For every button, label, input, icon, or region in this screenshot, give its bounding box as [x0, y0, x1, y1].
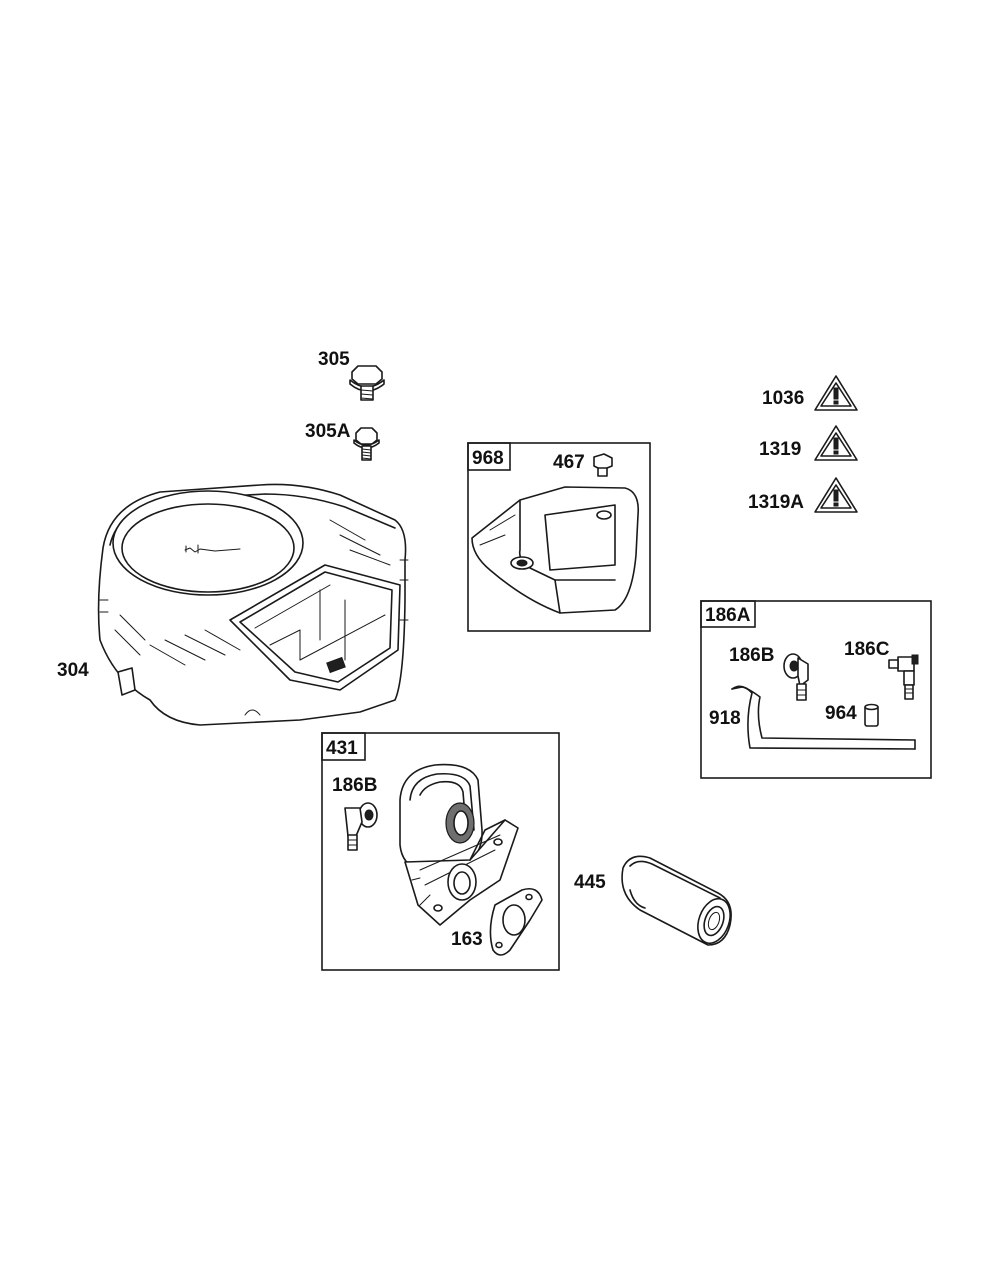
part-968-cover — [471, 486, 640, 614]
label-305A: 305A — [305, 421, 351, 442]
part-1319-warning-label: 1319 — [759, 425, 858, 461]
label-918: 918 — [709, 708, 741, 729]
part-304-blower-housing: 304 — [57, 483, 409, 726]
label-305: 305 — [318, 349, 350, 370]
label-1319A: 1319A — [748, 492, 804, 513]
kit-968-tag — [467, 442, 511, 471]
label-1036: 1036 — [762, 388, 804, 409]
part-918-hose — [731, 685, 916, 750]
part-305-bolt: 305 — [318, 349, 385, 401]
part-445-air-filter: 445 — [574, 855, 732, 946]
label-964: 964 — [825, 703, 857, 724]
kit-186A: 186A 186B 186C 918 964 — [700, 600, 932, 779]
kit-431-tag — [321, 732, 366, 761]
part-964-sleeve — [864, 703, 879, 727]
label-431: 431 — [326, 738, 358, 759]
kit-186A-tag — [700, 600, 756, 628]
label-1319: 1319 — [759, 439, 801, 460]
kit-431: 431 186B 163 — [321, 732, 560, 971]
part-1036-warning-label: 1036 — [762, 375, 858, 411]
kit-186A-frame — [700, 600, 932, 779]
part-1319A-warning-label: 1319A — [748, 477, 858, 513]
label-186C: 186C — [844, 639, 890, 660]
part-163-gasket — [489, 887, 543, 956]
part-186B-elbow-kit — [783, 653, 809, 701]
label-186B-air: 186B — [332, 775, 377, 796]
label-467: 467 — [553, 452, 585, 473]
label-186B-kit: 186B — [729, 645, 774, 666]
part-186C-fitting — [888, 654, 919, 700]
label-968: 968 — [472, 448, 504, 469]
label-186A: 186A — [705, 605, 751, 626]
part-305A-bolt: 305A — [305, 421, 380, 461]
part-431-air-cleaner-base — [399, 763, 519, 926]
label-163: 163 — [451, 929, 483, 950]
kit-968-frame — [467, 442, 651, 632]
label-445: 445 — [574, 872, 606, 893]
part-186B-elbow-air — [344, 802, 378, 851]
label-304: 304 — [57, 660, 89, 681]
kit-431-frame — [321, 732, 560, 971]
kit-968: 968 467 — [467, 442, 651, 632]
part-467-screw — [593, 453, 613, 477]
